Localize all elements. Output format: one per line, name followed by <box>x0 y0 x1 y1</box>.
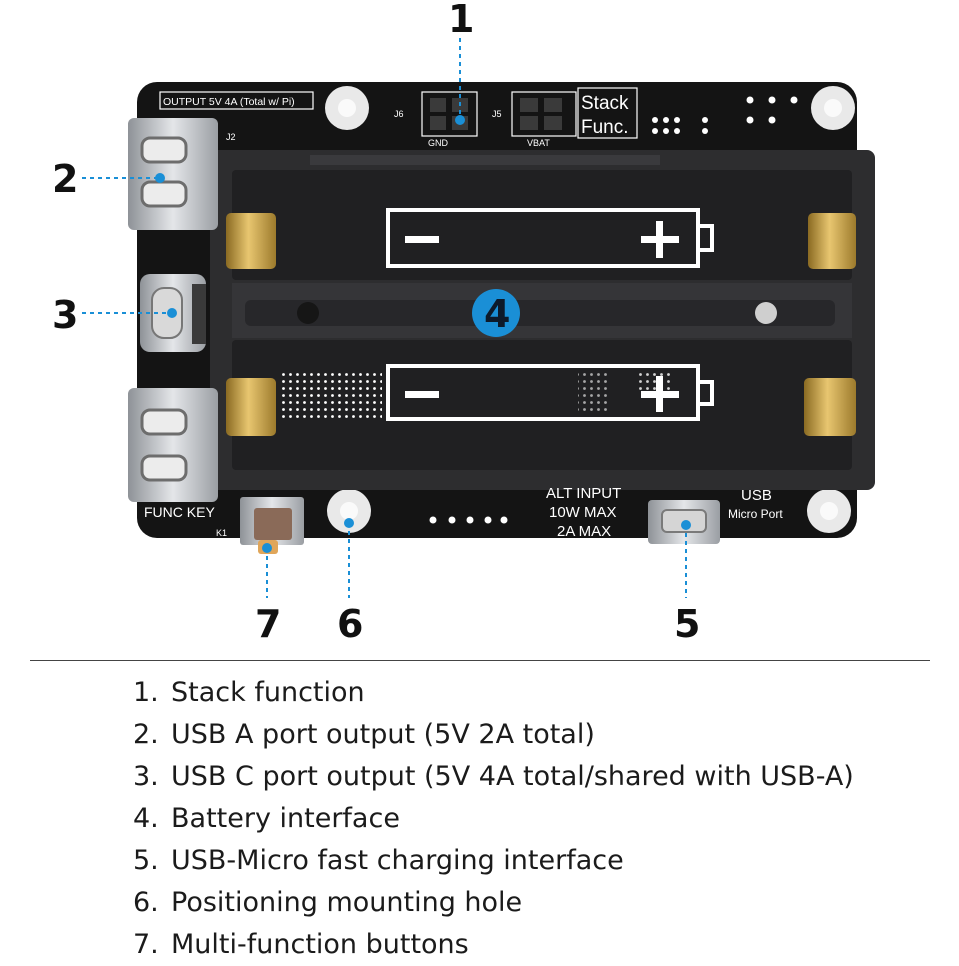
legend-text: USB A port output (5V 2A total) <box>171 719 595 750</box>
vbat-label: VBAT <box>527 138 550 148</box>
battery-contacts <box>226 213 856 436</box>
callout-4: 4 <box>484 292 510 336</box>
callout-5: 5 <box>674 602 700 646</box>
legend-item: 7. Multi-function buttons <box>133 924 913 966</box>
gnd-label: GND <box>428 138 449 148</box>
legend-item: 6. Positioning mounting hole <box>133 882 913 924</box>
alt-input-power: 10W MAX <box>549 504 617 521</box>
legend-text: USB C port output (5V 4A total/shared wi… <box>171 761 854 792</box>
callout-6: 6 <box>337 602 363 646</box>
legend-item: 2. USB A port output (5V 2A total) <box>133 714 913 756</box>
alt-input-current: 2A MAX <box>557 523 611 540</box>
micro-port-label: Micro Port <box>728 507 783 521</box>
divider-line <box>30 660 930 661</box>
pcb-pads <box>429 96 798 524</box>
legend-item: 1. Stack function <box>133 672 913 714</box>
callout-7: 7 <box>255 602 281 646</box>
legend-number: 7. <box>133 929 159 960</box>
callout-2: 2 <box>52 157 78 201</box>
callout-1: 1 <box>448 0 474 41</box>
legend-number: 1. <box>133 677 159 708</box>
legend-item: 4. Battery interface <box>133 798 913 840</box>
k1-label: K1 <box>216 528 227 538</box>
legend-text: Stack function <box>171 677 365 708</box>
legend-number: 5. <box>133 845 159 876</box>
legend-list: 1. Stack function 2. USB A port output (5V… <box>133 672 913 966</box>
usb-a-port-bottom <box>128 388 218 502</box>
usb-label: USB <box>741 487 772 504</box>
legend-text: Battery interface <box>171 803 400 834</box>
legend-number: 4. <box>133 803 159 834</box>
callout-3: 3 <box>52 293 78 337</box>
legend-item: 3. USB C port output (5V 4A total/shared … <box>133 756 913 798</box>
legend-text: USB-Micro fast charging interface <box>171 845 624 876</box>
legend-number: 6. <box>133 887 159 918</box>
legend-text: Multi-function buttons <box>171 929 469 960</box>
legend-number: 2. <box>133 719 159 750</box>
function-key-button <box>240 497 304 554</box>
j5-label: J5 <box>492 109 502 119</box>
callout-4-badge <box>472 289 520 337</box>
stack-label: Stack <box>581 93 629 114</box>
j2-label: J2 <box>226 132 236 142</box>
callout-lines <box>82 38 687 598</box>
callout-dots <box>155 115 691 553</box>
output-label: OUTPUT 5V 4A (Total w/ Pi) <box>163 96 295 108</box>
battery-polarity-bottom <box>278 364 714 421</box>
func-key-label: FUNC KEY <box>144 504 215 520</box>
battery-holder <box>210 150 875 490</box>
mounting-holes <box>325 86 855 533</box>
stack-header-j5 <box>511 91 577 137</box>
legend-item: 5. USB-Micro fast charging interface <box>133 840 913 882</box>
usb-a-port-top <box>128 118 218 230</box>
j6-label: J6 <box>394 109 404 119</box>
alt-input-label: ALT INPUT <box>546 485 621 502</box>
func-label: Func. <box>581 117 629 138</box>
battery-polarity-top <box>386 208 714 268</box>
legend-number: 3. <box>133 761 159 792</box>
legend-text: Positioning mounting hole <box>171 887 523 918</box>
